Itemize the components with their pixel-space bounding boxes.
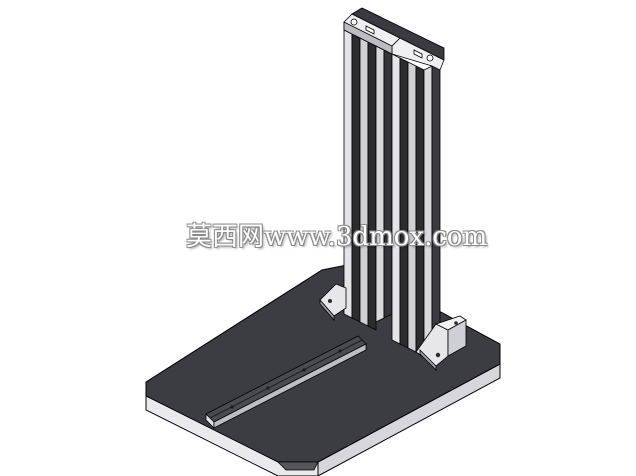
rail-front-face bbox=[213, 343, 367, 429]
right-profile-slot-face bbox=[407, 61, 417, 353]
right-profile-face-dark bbox=[399, 57, 409, 349]
left-profile-face-light-2 bbox=[375, 45, 385, 323]
bracket-right-bolt-1 bbox=[435, 352, 441, 358]
rail-mount-hole-4 bbox=[338, 349, 342, 353]
bracket-left-bolt bbox=[328, 299, 332, 303]
bracket-right-bolt-2 bbox=[454, 321, 458, 325]
profile-end-slot-right bbox=[413, 49, 423, 59]
left-profile-face-light bbox=[343, 29, 353, 319]
left-profile-slot-face bbox=[359, 37, 369, 327]
right-profile-face-light-2 bbox=[423, 65, 433, 347]
corner-bracket-right[interactable] bbox=[415, 315, 467, 371]
rail-mount-hole-3 bbox=[302, 368, 306, 372]
profile-end-slot-left bbox=[365, 25, 375, 35]
bracket-right-back bbox=[447, 319, 467, 357]
left-profile-face-dark-3 bbox=[383, 49, 393, 319]
left-profile-face-dark-2 bbox=[367, 41, 377, 331]
corner-bracket-left[interactable] bbox=[319, 283, 347, 322]
top-cap-dark-band bbox=[351, 7, 445, 61]
right-profile-face-dark-2 bbox=[415, 65, 425, 353]
linear-guide-rail[interactable] bbox=[205, 335, 367, 429]
bracket-left-base bbox=[319, 298, 335, 322]
rail-groove bbox=[209, 339, 363, 419]
left-profile-face-dark bbox=[351, 33, 361, 323]
profile-end-bore-right bbox=[426, 54, 434, 62]
right-profile-face-dark-3 bbox=[431, 61, 441, 343]
profile-end-bore-left bbox=[350, 18, 358, 26]
rail-mount-hole-1 bbox=[230, 405, 234, 409]
right-profile-face-light bbox=[391, 53, 401, 345]
top-end-face bbox=[343, 21, 393, 55]
base-plate-corner-chamfer bbox=[277, 461, 319, 471]
vertical-profile-column[interactable] bbox=[343, 7, 445, 353]
bracket-right-base bbox=[419, 349, 437, 371]
rail-mount-hole-2 bbox=[266, 386, 270, 390]
